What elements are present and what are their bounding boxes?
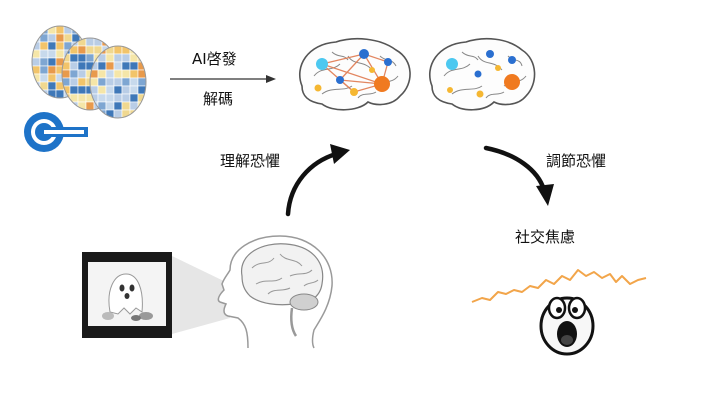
ghost-screen-icon	[82, 252, 230, 338]
label-ai-inspire: AI啓發	[192, 50, 237, 68]
label-understand-fear: 理解恐懼	[220, 152, 281, 170]
label-social-anxiety: 社交焦慮	[515, 228, 576, 246]
decode-arrow	[170, 75, 276, 83]
brain-network-icon	[299, 37, 411, 111]
understand-fear-arrow	[285, 144, 350, 217]
mri-scanner-icon	[24, 112, 88, 152]
anxiety-trace-line	[471, 269, 647, 303]
label-decode: 解碼	[203, 90, 234, 108]
head-profile-brain-icon	[217, 235, 333, 349]
brain-network-icon	[429, 37, 536, 111]
scared-face-icon	[539, 296, 595, 356]
regulate-fear-arrow	[483, 145, 554, 206]
fmri-heatmap-slices-icon	[31, 25, 147, 119]
label-regulate-fear: 調節恐懼	[546, 152, 607, 170]
